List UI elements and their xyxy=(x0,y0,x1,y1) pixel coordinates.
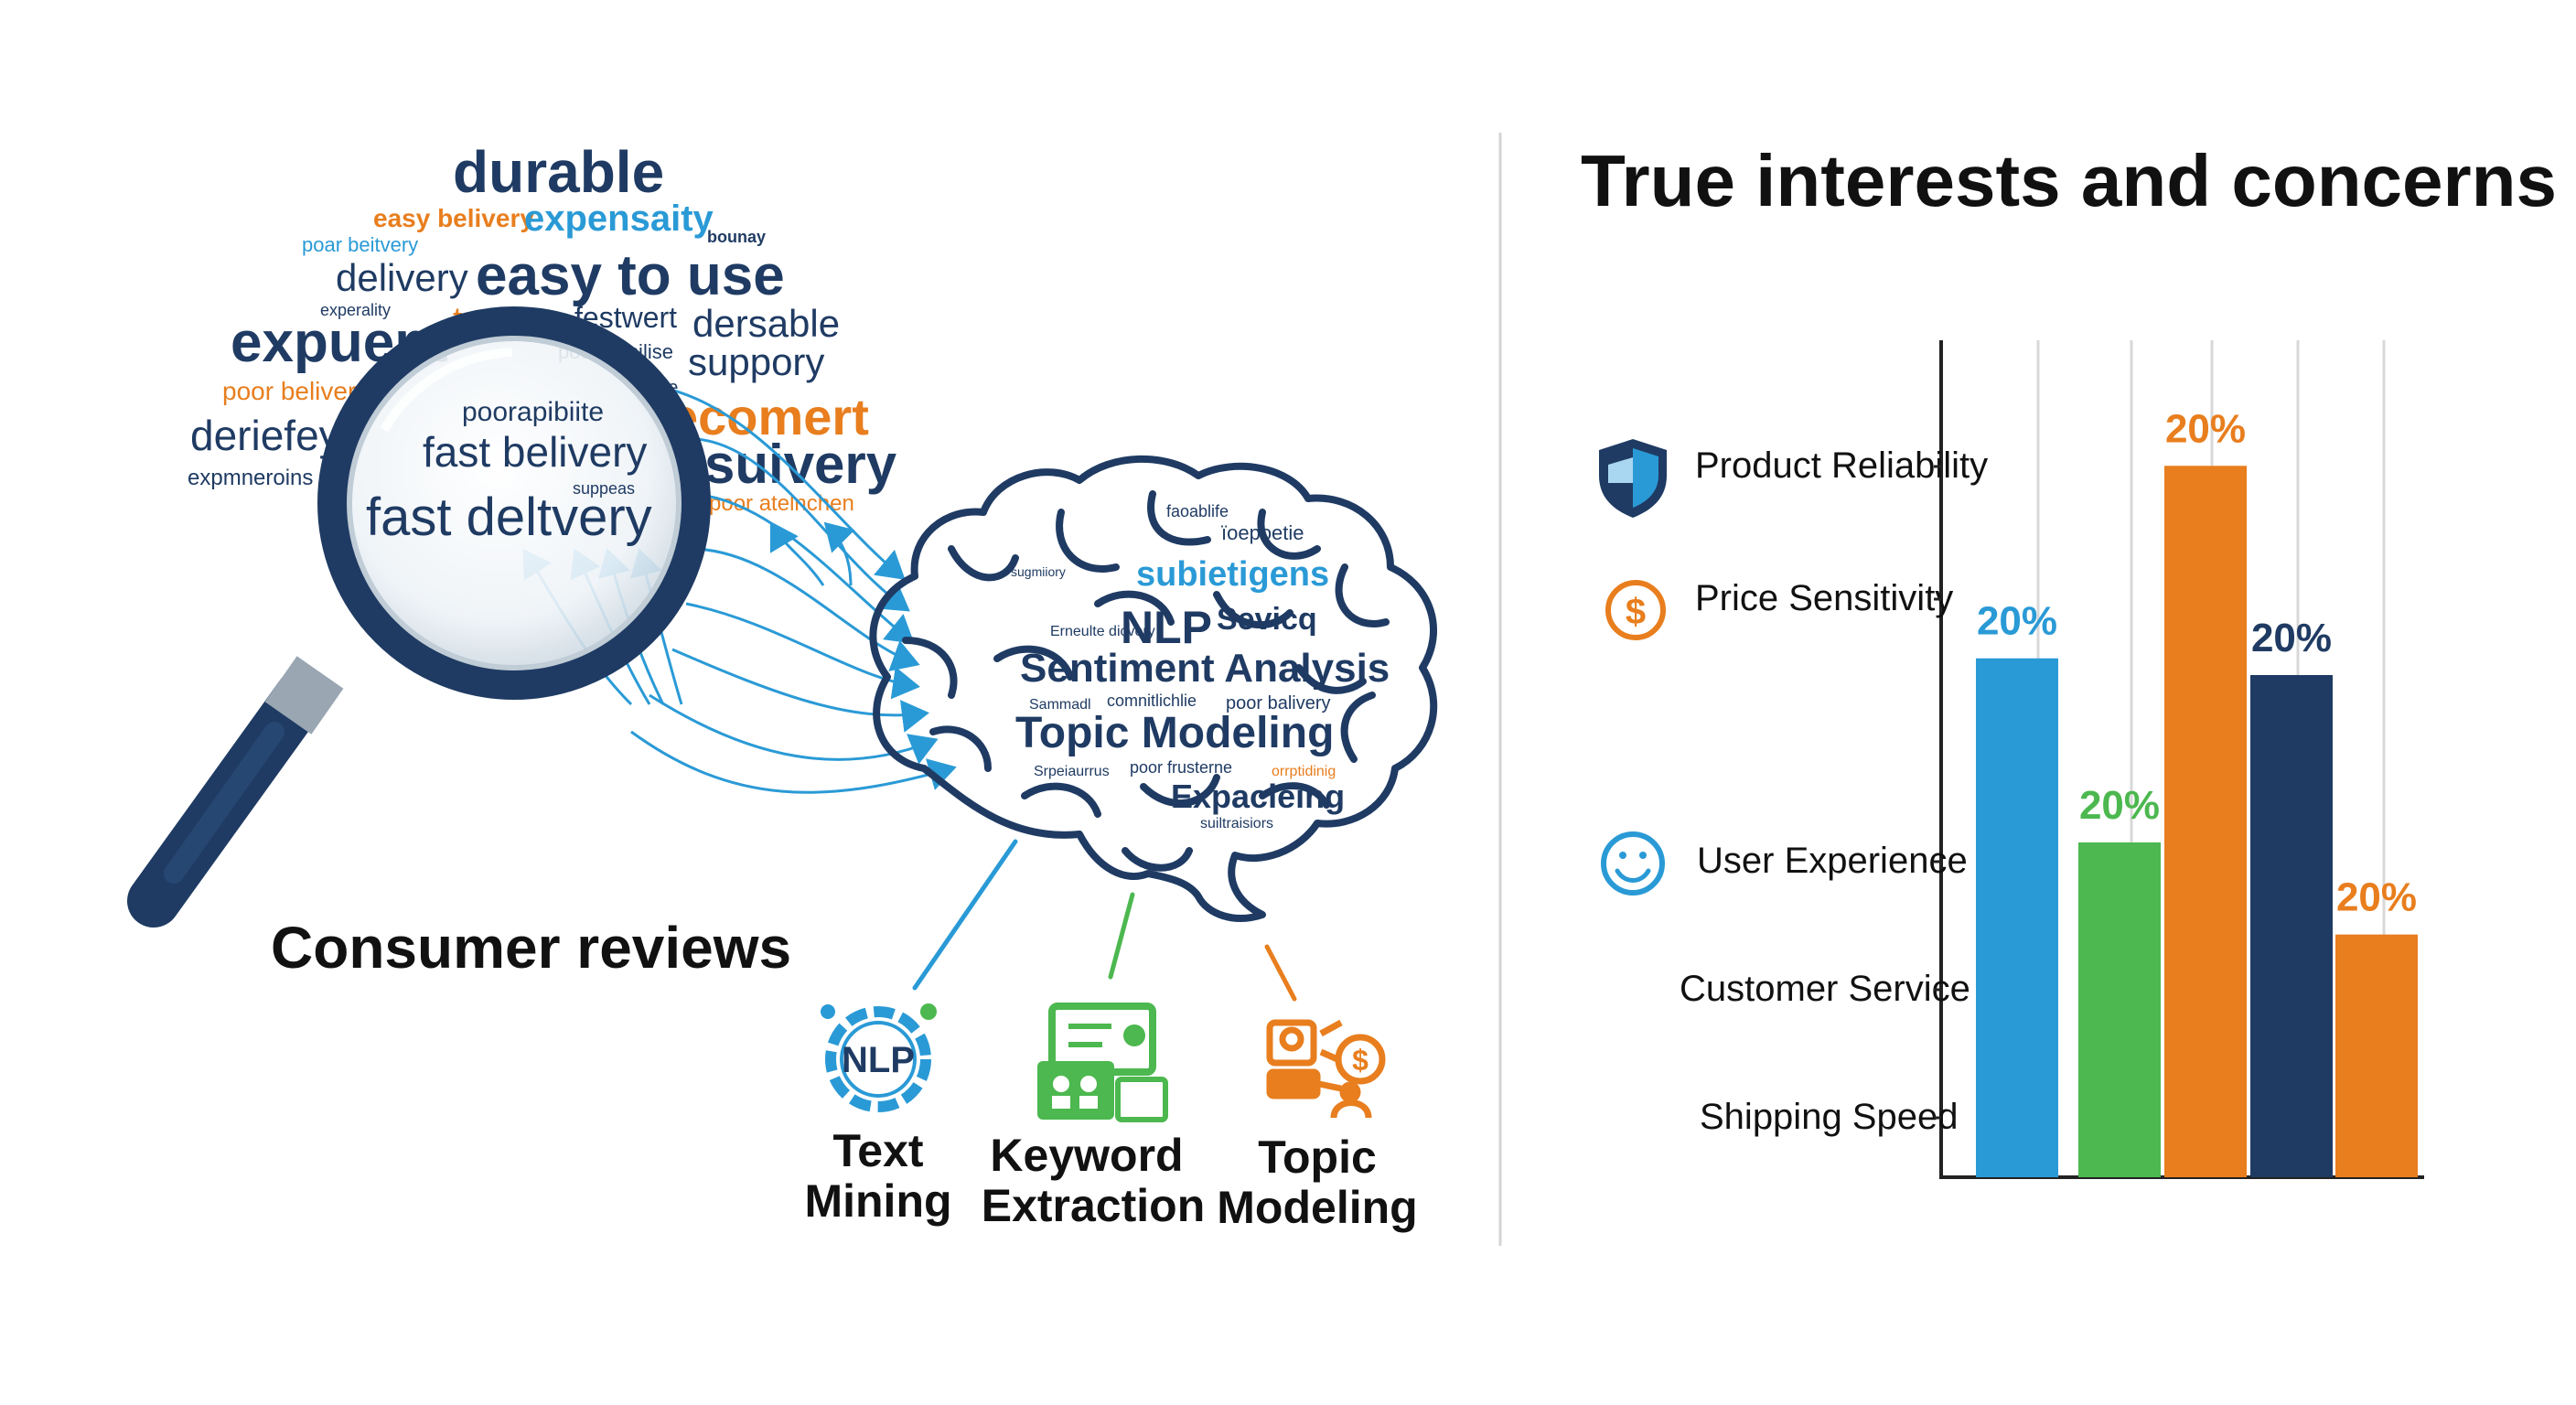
method-keyword-extraction: Keyword Extraction xyxy=(982,1003,1206,1231)
shield-icon xyxy=(1599,439,1667,518)
word-cloud-item: suppeas xyxy=(573,479,635,498)
method-connectors xyxy=(912,839,1297,1002)
bar-value-label: 20% xyxy=(1977,599,2057,644)
word-cloud-item: expmneroins xyxy=(188,466,313,490)
left-panel: durable easy belivery expensaity bounay … xyxy=(127,139,1438,1233)
method-label-line1: Topic xyxy=(1258,1132,1377,1183)
brain-word: Srpeiaurrus xyxy=(1034,764,1110,779)
brain-word: suiltraisiors xyxy=(1200,816,1273,831)
category-label: Shipping Speed xyxy=(1700,1097,1958,1137)
word-cloud-item: durable xyxy=(453,139,664,205)
bar-value-label: 20% xyxy=(2251,616,2332,660)
brain-word: faoablife xyxy=(1166,502,1229,520)
method-label-line2: Mining xyxy=(804,1175,951,1227)
chart-bar xyxy=(2335,934,2418,1177)
method-text-mining: NLP Text Mining xyxy=(804,1003,952,1227)
brain-word: orrptidinig xyxy=(1272,764,1336,779)
keyword-card-icon xyxy=(1037,1003,1168,1122)
brain-word: Erneulte dicvery xyxy=(1050,624,1155,639)
word-cloud-item: ecomert xyxy=(670,388,869,445)
brain-words: faoablife ïoepoetie sugmiiory subietigen… xyxy=(1011,502,1390,831)
word-cloud-item: fast belivery xyxy=(423,428,647,476)
chart-bar xyxy=(2164,466,2247,1177)
category-label: User Experience xyxy=(1697,841,1968,881)
word-cloud-item: deriefey xyxy=(190,412,340,459)
bar-value-label: 20% xyxy=(2079,783,2160,828)
smiley-icon xyxy=(1601,831,1665,896)
brain-word: subietigens xyxy=(1136,555,1329,594)
brain-word: Topic Modeling xyxy=(1015,709,1334,757)
word-cloud-item: bounay xyxy=(707,228,766,246)
brain-word: poor balivery xyxy=(1226,693,1331,713)
magnifying-glass-icon xyxy=(127,306,711,928)
brain-word: Expacleing xyxy=(1171,778,1345,815)
method-label-line2: Modeling xyxy=(1217,1182,1417,1233)
method-topic-modeling: $ Topic Modeling xyxy=(1217,1019,1418,1233)
word-cloud-item: expensaity xyxy=(524,198,714,239)
category-label: Product Reliability xyxy=(1695,445,1988,486)
word-cloud-item: suivery xyxy=(704,434,897,495)
bar-value-label: 20% xyxy=(2165,406,2246,451)
method-label-line1: Keyword xyxy=(990,1130,1183,1181)
chart-bar xyxy=(2078,842,2161,1177)
word-cloud-item: poor belivery xyxy=(222,377,369,405)
nlp-icon-text: NLP xyxy=(842,1040,915,1080)
brain-icon xyxy=(869,455,1438,922)
topic-network-icon: $ xyxy=(1266,1019,1386,1119)
dollar-icon: $ xyxy=(1605,580,1666,640)
chart-bar xyxy=(2250,675,2333,1177)
word-cloud-item: fast deltvery xyxy=(366,488,652,547)
brain-word: comnitlichlie xyxy=(1107,692,1197,710)
word-cloud-item: poorapibiite xyxy=(462,397,604,427)
bar-value-label: 20% xyxy=(2336,875,2417,920)
chart-bar xyxy=(1976,658,2058,1177)
word-cloud-item: suppory xyxy=(688,340,824,383)
method-label-line2: Extraction xyxy=(982,1180,1206,1231)
lens-words: poorapibiite fast belivery suppeas fast … xyxy=(366,397,652,547)
nlp-gear-icon: NLP xyxy=(821,1003,937,1112)
word-cloud-item: delivery xyxy=(336,256,468,299)
category-label: Price Sensitivity xyxy=(1695,578,1953,618)
svg-text:$: $ xyxy=(1352,1044,1368,1077)
method-label-line1: Text xyxy=(832,1125,923,1176)
brain-word: ïoepoetie xyxy=(1221,521,1304,544)
brain-word: Sevicq xyxy=(1217,602,1317,637)
category-label: Customer Service xyxy=(1680,969,1970,1009)
svg-text:$: $ xyxy=(1626,592,1646,632)
word-cloud-item: dersable xyxy=(692,302,840,345)
brain-word: sugmiiory xyxy=(1011,564,1066,579)
word-cloud-item: poar beitvery xyxy=(302,233,418,256)
brain-word: Sentiment Analysis xyxy=(1020,646,1390,691)
consumer-reviews-caption: Consumer reviews xyxy=(271,915,791,981)
brain-word: NLP xyxy=(1121,602,1212,653)
word-cloud-item: experality xyxy=(320,301,391,319)
chart-title: True interests and concerns xyxy=(1581,140,2557,221)
word-cloud-item: easy to use xyxy=(476,244,785,307)
brain-word: poor frusterne xyxy=(1130,758,1232,777)
right-panel: True interests and concerns $ Product Re… xyxy=(1581,140,2557,1179)
brain-word: Sammadl xyxy=(1029,697,1091,713)
word-cloud-item: easy belivery xyxy=(373,204,534,232)
